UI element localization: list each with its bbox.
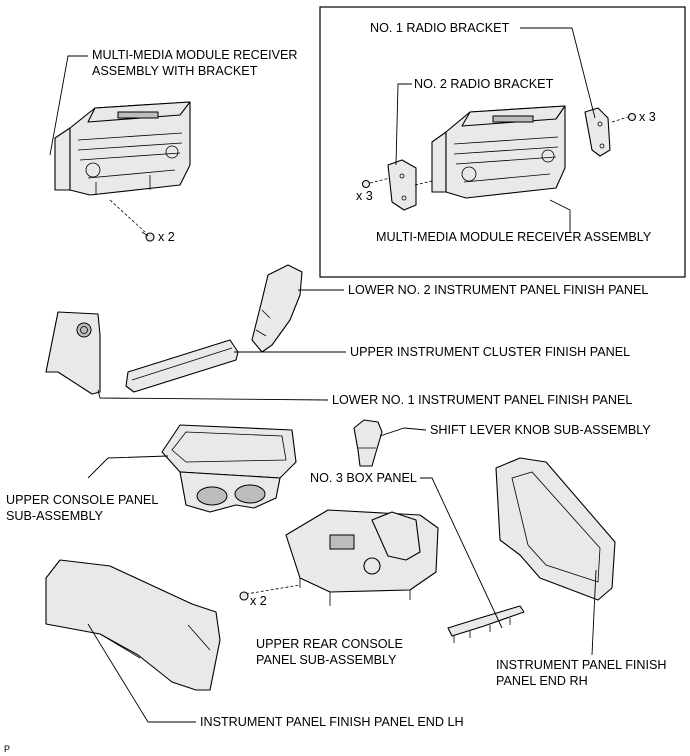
- label-receiver-assembly: MULTI-MEDIA MODULE RECEIVER ASSEMBLY: [376, 230, 652, 244]
- corner-mark: P: [4, 744, 10, 754]
- left-screw: [361, 179, 371, 189]
- console-screw-axis: [245, 584, 301, 595]
- right-screw-axis: [611, 116, 629, 123]
- label-upper-cluster-panel: UPPER INSTRUMENT CLUSTER FINISH PANEL: [350, 345, 630, 359]
- inset-frame: [319, 6, 686, 278]
- inset-receiver-part: [431, 105, 566, 199]
- left-screw-axis: [369, 177, 433, 186]
- upper-rear-console-part: [285, 509, 439, 606]
- receiver-screw: [141, 231, 155, 242]
- label-end-rh-line1: INSTRUMENT PANEL FINISH: [496, 658, 667, 672]
- console-screw: [239, 591, 249, 601]
- label-shift-knob: SHIFT LEVER KNOB SUB-ASSEMBLY: [430, 423, 651, 437]
- label-no1-radio-bracket: NO. 1 RADIO BRACKET: [370, 21, 510, 35]
- leader-lines: [49, 27, 597, 723]
- label-receiver-with-bracket-line1: MULTI-MEDIA MODULE RECEIVER: [92, 48, 298, 62]
- lower-no1-panel-part: [45, 311, 101, 395]
- label-upper-console-line1: UPPER CONSOLE PANEL: [6, 493, 158, 507]
- label-lower-no2-panel: LOWER NO. 2 INSTRUMENT PANEL FINISH PANE…: [348, 283, 648, 297]
- label-right-screw-qty: x 3: [639, 110, 656, 124]
- right-screw: [627, 112, 637, 122]
- label-upper-rear-console-line1: UPPER REAR CONSOLE: [256, 637, 403, 651]
- no2-bracket-part: [387, 159, 417, 211]
- upper-console-part: [161, 424, 297, 513]
- label-no2-radio-bracket: NO. 2 RADIO BRACKET: [414, 77, 554, 91]
- end-rh-part: [495, 457, 616, 601]
- label-upper-rear-console-line2: PANEL SUB-ASSEMBLY: [256, 653, 397, 667]
- shift-knob-part: [353, 419, 383, 467]
- label-receiver-with-bracket-line2: ASSEMBLY WITH BRACKET: [92, 64, 258, 78]
- label-end-lh: INSTRUMENT PANEL FINISH PANEL END LH: [200, 715, 464, 729]
- label-no3-box-panel: NO. 3 BOX PANEL: [310, 471, 417, 485]
- receiver-with-bracket-part: [54, 101, 191, 233]
- label-console-screw-qty: x 2: [250, 594, 267, 608]
- upper-cluster-panel-part: [125, 339, 239, 393]
- no1-bracket-part: [584, 107, 611, 157]
- label-receiver-screw-qty: x 2: [158, 230, 175, 244]
- no3-box-panel-part: [447, 605, 525, 643]
- label-left-screw-qty: x 3: [356, 189, 373, 203]
- label-lower-no1-panel: LOWER NO. 1 INSTRUMENT PANEL FINISH PANE…: [332, 393, 632, 407]
- label-end-rh-line2: PANEL END RH: [496, 674, 588, 688]
- lower-no2-panel-part: [251, 264, 303, 353]
- end-lh-part: [45, 559, 221, 691]
- label-upper-console-line2: SUB-ASSEMBLY: [6, 509, 104, 523]
